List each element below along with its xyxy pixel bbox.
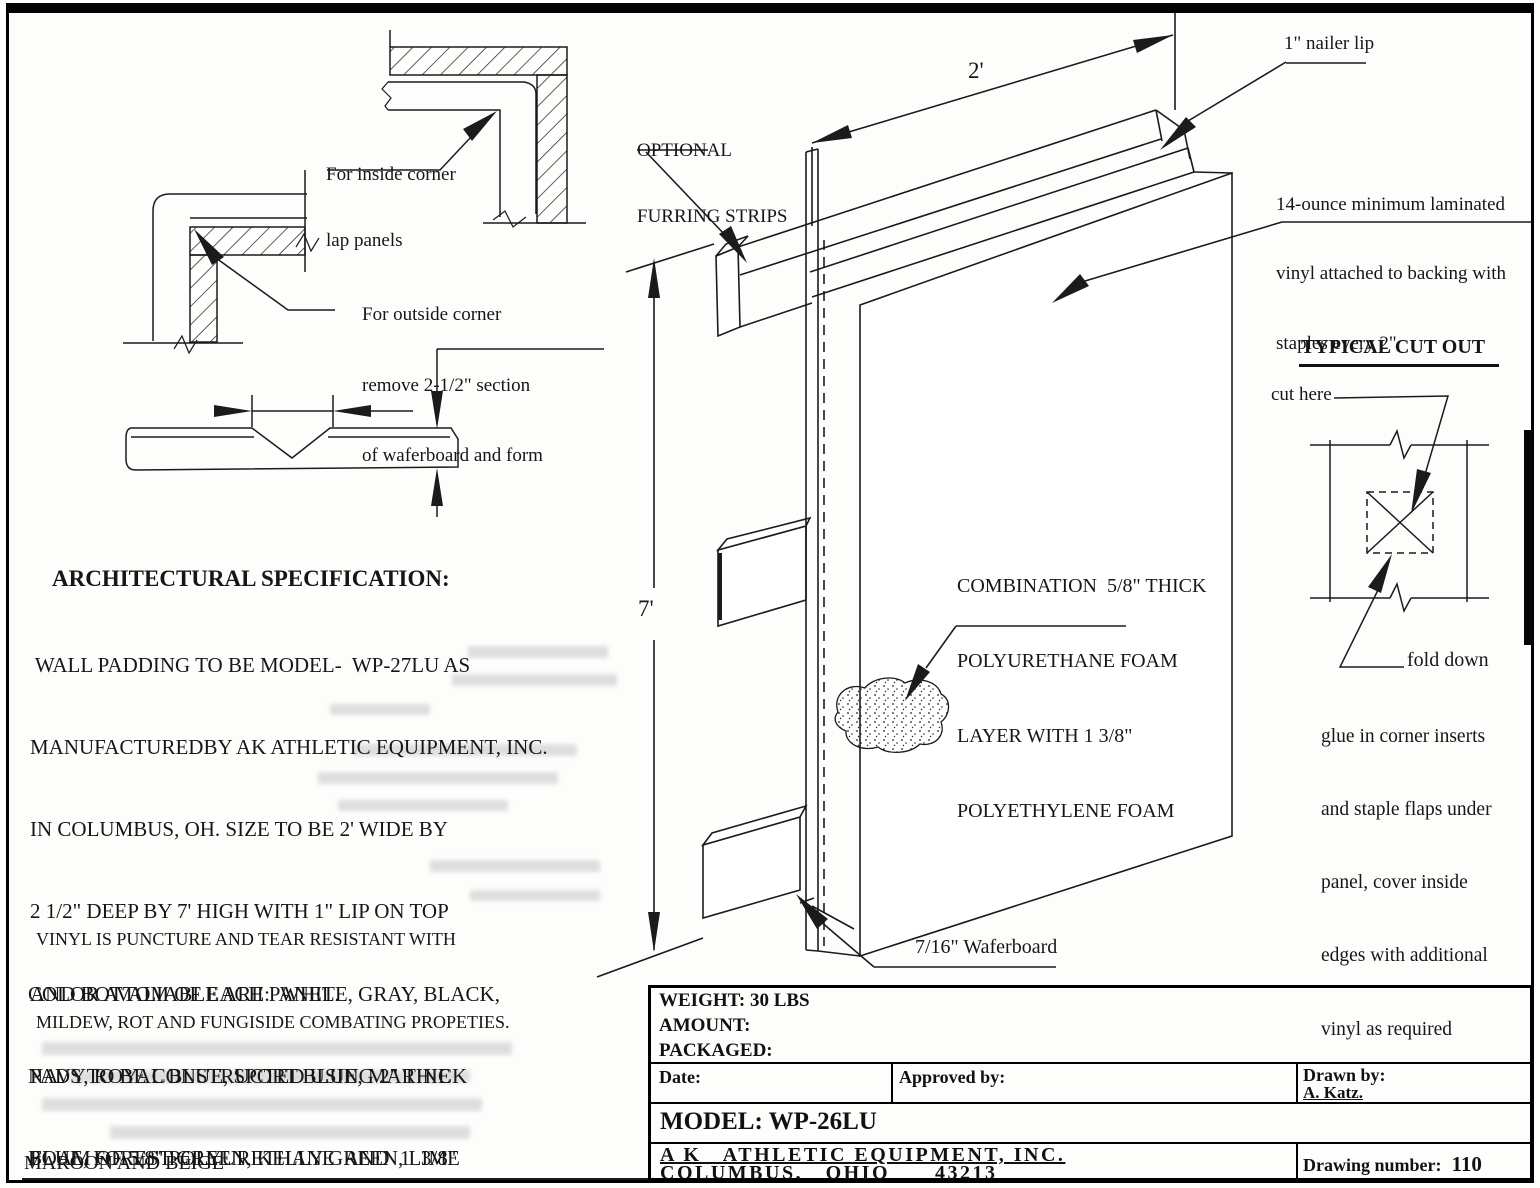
title-block-divider (891, 1064, 893, 1102)
title-block-divider (651, 1142, 1530, 1144)
leader-arrow (1368, 554, 1392, 593)
color-selection-note: MAROON AND BEIGE (24, 1152, 224, 1174)
leader-lines (637, 61, 1532, 968)
dimension-arrow (214, 405, 252, 417)
furring-strip-top (715, 109, 1191, 338)
ghost-text-artifact (468, 646, 608, 658)
foam-texture-blob (834, 677, 950, 753)
ghost-text-artifact (42, 1042, 512, 1055)
ghost-text-artifact (430, 860, 600, 872)
ghost-text-artifact (470, 890, 600, 901)
vinyl-properties-note: VINYL IS PUNCTURE AND TEAR RESISTANT WIT… (36, 929, 510, 1032)
ghost-text-artifact (330, 704, 430, 715)
cutout-detail (1299, 364, 1499, 668)
date-field: Date: (659, 1067, 701, 1087)
leader-arrow (463, 111, 497, 141)
pad-profile-detail (125, 348, 604, 517)
nailer-lip (809, 147, 1233, 298)
cutout-title: TYPICAL CUT OUT (1301, 336, 1486, 358)
leader-line (215, 257, 335, 311)
heading-underline (1299, 364, 1499, 367)
model-field: MODEL: WP-26LU (660, 1108, 877, 1135)
nailer-lip-label: 1" nailer lip (1284, 33, 1375, 54)
hatched-wall-top (389, 46, 568, 76)
scan-artifact (1524, 430, 1533, 645)
spec-heading: ARCHITECTURAL SPECIFICATION: (52, 566, 450, 591)
outside-corner-detail (123, 170, 335, 355)
drawing-number-field: Drawing number:110 (1303, 1152, 1482, 1176)
dimension-arrow (648, 258, 660, 298)
width-dimension-label: 2' (968, 58, 984, 83)
dimension-arrow (431, 468, 443, 506)
waferboard-label: 7/16" Waferboard (915, 936, 1058, 958)
foam-combination-note: COMBINATION 5/8" THICK POLYURETHANE FOAM… (957, 575, 1207, 822)
dimension-arrow (333, 405, 371, 417)
ghost-text-artifact (70, 1070, 470, 1083)
amount-field: AMOUNT: (659, 1015, 751, 1036)
inside-corner-detail (327, 30, 586, 228)
leader-line (327, 136, 472, 171)
cut-here-label: cut here (1271, 384, 1332, 405)
ghost-text-artifact (452, 674, 617, 686)
title-block: WEIGHT: 30 LBS AMOUNT: PACKAGED: Date: A… (648, 985, 1533, 1184)
leader-arrow (1160, 117, 1196, 150)
company-address: COLUMBUS, OHIO 43213 (660, 1162, 998, 1184)
approved-by-field: Approved by: (899, 1067, 1006, 1087)
furring-strip-middle (715, 516, 812, 628)
laminated-vinyl-note: 14-ounce minimum laminated vinyl attache… (1276, 193, 1507, 355)
fold-down-label: fold down (1407, 649, 1489, 671)
isometric-panel-view (596, 12, 1532, 978)
title-block-divider (1296, 1064, 1298, 1102)
sheet-border (6, 3, 1534, 1183)
cutout-dashed-square (1366, 491, 1434, 554)
ghost-text-artifact (42, 1098, 482, 1111)
company-name: A K ATHLETIC EQUIPMENT, INC. (660, 1144, 1066, 1166)
ghost-text-artifact (110, 1126, 470, 1139)
leader-arrow (194, 229, 224, 265)
drawn-by-label: Drawn by: (1303, 1065, 1386, 1085)
leader-arrow (719, 226, 747, 263)
furring-strip-bottom (700, 804, 808, 920)
height-dimension-label: 7' (638, 596, 654, 621)
ghost-text-artifact (338, 800, 508, 811)
drawn-by-value: A. Katz. (1303, 1083, 1363, 1102)
width-dimension (811, 12, 1176, 226)
spec-paragraph: WALL PADDING TO BE MODEL- WP-27LU AS MAN… (30, 652, 548, 1171)
waferboard-edge (805, 148, 861, 957)
dimension-arrow (1133, 35, 1173, 53)
ghost-text-artifact (352, 744, 577, 756)
packaged-field: PACKAGED: (659, 1040, 773, 1061)
leader-arrow (796, 894, 828, 929)
ghost-text-artifact (318, 772, 558, 784)
weight-field: WEIGHT: 30 LBS (659, 990, 810, 1011)
leader-arrow (905, 664, 930, 701)
outside-corner-label: For outside corner remove 2-1/2" section… (362, 304, 543, 466)
drawing-number-value: 110 (1451, 1152, 1482, 1176)
leader-line (1333, 395, 1450, 479)
color-list: COLOR AVALIABLE ARE: WHITE, GRAY, BLACK,… (28, 981, 500, 1171)
optional-furring-label: OPTIONAL FURRING STRIPS (637, 140, 788, 227)
dimension-arrow (812, 125, 852, 143)
title-block-divider (651, 1062, 1530, 1064)
leader-arrow (1052, 274, 1089, 303)
dimension-arrow (648, 912, 660, 952)
title-block-divider (651, 1102, 1530, 1104)
cutout-instructions: glue in corner inserts and staple flaps … (1321, 725, 1492, 1040)
leader-line (1338, 589, 1404, 668)
inside-corner-label: For inside corner lap panels (326, 164, 456, 251)
title-block-divider (1296, 1144, 1298, 1178)
dimension-arrow (431, 391, 443, 429)
height-dimension (648, 258, 660, 952)
leader-arrow (1411, 469, 1431, 514)
hatched-wall-side (189, 254, 218, 343)
